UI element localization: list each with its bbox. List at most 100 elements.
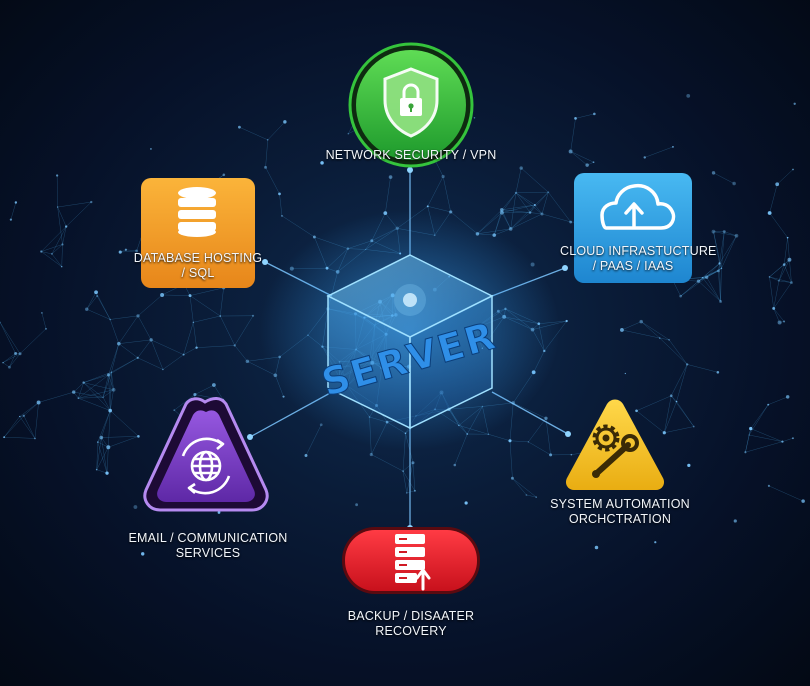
- mesh-particle: [162, 368, 164, 371]
- mesh-link: [528, 418, 547, 443]
- mesh-link: [720, 268, 722, 302]
- mesh-link: [234, 315, 254, 346]
- mesh-particle: [791, 437, 794, 440]
- mesh-link: [213, 384, 224, 400]
- mesh-particle: [136, 356, 139, 359]
- mesh-link: [769, 259, 790, 278]
- gear-wrench-icon: [592, 424, 639, 478]
- mesh-link: [570, 151, 588, 166]
- mesh-link: [108, 357, 138, 376]
- mesh-link: [66, 201, 92, 227]
- mesh-link: [510, 192, 517, 229]
- mesh-link: [515, 192, 531, 213]
- mesh-particle: [45, 327, 47, 330]
- mesh-link: [385, 177, 391, 214]
- mesh-particle: [94, 290, 98, 295]
- mesh-particle: [211, 383, 216, 387]
- mesh-link: [713, 231, 720, 264]
- mesh-particle: [57, 206, 59, 208]
- mesh-particle: [136, 314, 140, 318]
- mesh-particle: [251, 314, 255, 317]
- mesh-link: [102, 374, 109, 398]
- mesh-particle: [792, 168, 794, 171]
- mesh-particle: [133, 505, 138, 509]
- email-communication-node: [143, 397, 269, 512]
- mesh-particle: [696, 279, 701, 283]
- mesh-link: [641, 321, 670, 341]
- mesh-link: [279, 193, 283, 216]
- mesh-link: [501, 192, 517, 210]
- mesh-link: [10, 202, 17, 220]
- mesh-link: [78, 374, 109, 399]
- mesh-link: [671, 395, 694, 427]
- mesh-particle: [14, 201, 18, 204]
- server-upload-icon: [395, 534, 431, 591]
- mesh-link: [680, 280, 699, 297]
- mesh-particle: [473, 117, 476, 119]
- mesh-link: [687, 364, 718, 373]
- mesh-link: [748, 404, 769, 436]
- mesh-particle: [141, 552, 145, 556]
- mesh-link: [0, 322, 16, 354]
- mesh-link: [108, 436, 139, 448]
- mesh-link: [515, 191, 549, 194]
- mesh-link: [698, 280, 721, 302]
- mesh-particle: [411, 461, 415, 465]
- mesh-link: [109, 319, 120, 344]
- mesh-particle: [639, 319, 643, 324]
- mesh-link: [183, 347, 197, 355]
- mesh-link: [406, 490, 415, 494]
- mesh-link: [108, 343, 120, 375]
- mesh-particle: [95, 468, 98, 471]
- mesh-link: [501, 204, 535, 211]
- mesh-particle: [686, 93, 691, 98]
- mesh-particle: [281, 215, 283, 217]
- mesh-link: [541, 192, 549, 215]
- mesh-particle: [426, 205, 429, 208]
- mesh-link: [267, 121, 286, 141]
- mesh-link: [706, 268, 722, 278]
- database-hosting-node: [141, 178, 255, 288]
- mesh-link: [749, 434, 783, 442]
- mesh-particle: [106, 373, 111, 377]
- mesh-particle: [405, 492, 408, 494]
- mesh-link: [109, 372, 112, 411]
- mesh-link: [664, 426, 694, 434]
- mesh-particle: [65, 225, 68, 228]
- mesh-link: [193, 315, 221, 323]
- mesh-link: [108, 374, 114, 390]
- mesh-link: [777, 169, 794, 185]
- mesh-link: [111, 372, 114, 390]
- mesh-link: [501, 209, 531, 213]
- mesh-particle: [672, 146, 674, 148]
- mesh-link: [2, 353, 16, 363]
- mesh-link: [183, 322, 194, 355]
- mesh-particle: [41, 312, 43, 314]
- mesh-particle: [97, 441, 99, 443]
- mesh-link: [509, 440, 529, 443]
- mesh-particle: [783, 320, 786, 323]
- mesh-link: [570, 151, 594, 163]
- mesh-link: [73, 382, 84, 393]
- mesh-link: [783, 237, 788, 265]
- mesh-particle: [767, 403, 770, 406]
- mesh-particle: [3, 436, 6, 439]
- cloud-upload-icon: [600, 183, 676, 230]
- mesh-particle: [748, 434, 750, 436]
- mesh-link: [41, 251, 62, 267]
- mesh-particle: [60, 265, 63, 268]
- mesh-link: [83, 382, 104, 398]
- mesh-link: [530, 212, 543, 215]
- mesh-link: [721, 235, 737, 269]
- mesh-particle: [565, 319, 568, 323]
- mesh-particle: [233, 344, 236, 347]
- mesh-particle: [453, 463, 457, 467]
- mesh-link: [97, 441, 108, 474]
- mesh-particle: [464, 501, 468, 505]
- mesh-particle: [508, 227, 513, 231]
- mesh-link: [768, 485, 804, 502]
- mesh-particle: [36, 400, 41, 405]
- mesh-link: [78, 389, 114, 399]
- mesh-link: [570, 118, 576, 152]
- mesh-particle: [514, 191, 518, 194]
